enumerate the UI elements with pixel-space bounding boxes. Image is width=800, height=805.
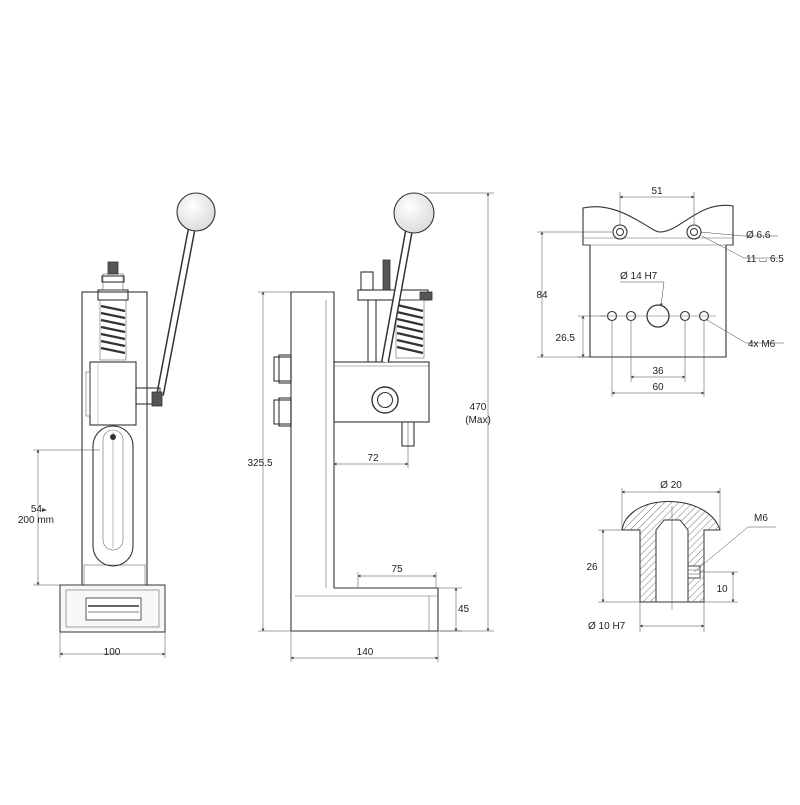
plate-view bbox=[582, 204, 734, 358]
dim-front-height: 54 bbox=[31, 504, 43, 515]
dim-total-height-note: (Max) bbox=[465, 415, 491, 426]
dim-shank-head-dia: Ø 20 bbox=[660, 480, 682, 491]
dim-plate-height: 84 bbox=[536, 290, 548, 301]
dim-front-width: 100 bbox=[104, 647, 121, 658]
shank-dimensions: Ø 20 M6 26 10 Ø 10 H7 bbox=[586, 480, 776, 632]
dim-plate-inner-spacing: 36 bbox=[652, 366, 664, 377]
side-lever-knob bbox=[393, 192, 435, 234]
front-slot-screw bbox=[110, 434, 116, 440]
front-lever-knob bbox=[176, 192, 216, 232]
front-slot bbox=[92, 425, 134, 567]
plate-outline bbox=[582, 204, 734, 358]
dim-plate-hole-dia: Ø 6.6 bbox=[746, 230, 771, 241]
dim-front-height-range: 200 mm bbox=[18, 515, 54, 526]
dim-plate-threads: 4x M6 bbox=[748, 339, 776, 350]
dim-shank-length: 26 bbox=[586, 562, 598, 573]
side-dimensions: 325.5 72 75 45 140 470 (Max) bbox=[247, 192, 494, 662]
dim-shank-thread-offset: 10 bbox=[716, 584, 728, 595]
dim-side-base-height: 45 bbox=[458, 604, 470, 615]
dim-side-reach: 72 bbox=[367, 453, 379, 464]
dim-total-height: 470 bbox=[470, 402, 487, 413]
front-base-label bbox=[85, 597, 142, 621]
dim-plate-hole-spacing: 51 bbox=[651, 186, 663, 197]
dim-side-depth: 75 bbox=[391, 564, 403, 575]
dim-plate-counterbore: 11 ⌴ 6.5 bbox=[746, 254, 784, 265]
dim-plate-bore: Ø 14 H7 bbox=[620, 271, 658, 282]
dim-plate-outer-spacing: 60 bbox=[652, 382, 664, 393]
front-spring bbox=[99, 299, 127, 361]
dim-side-width: 140 bbox=[357, 647, 374, 658]
plate-dimensions: 51 Ø 6.6 11 ⌴ 6.5 84 26.5 Ø 14 H7 4x M6 … bbox=[536, 186, 784, 397]
shank-view bbox=[621, 501, 721, 610]
dim-side-height: 325.5 bbox=[247, 458, 272, 469]
side-head-block bbox=[333, 361, 430, 423]
dim-plate-center-height: 26.5 bbox=[556, 333, 576, 344]
front-dimensions: 54 200 mm 100 bbox=[18, 449, 166, 658]
dim-shank-dia: Ø 10 H7 bbox=[588, 621, 626, 632]
dim-shank-thread: M6 bbox=[754, 513, 768, 524]
side-spring bbox=[395, 299, 425, 359]
side-view bbox=[273, 192, 439, 632]
front-head-block bbox=[89, 361, 137, 426]
side-base bbox=[290, 291, 439, 632]
front-view bbox=[59, 192, 216, 633]
